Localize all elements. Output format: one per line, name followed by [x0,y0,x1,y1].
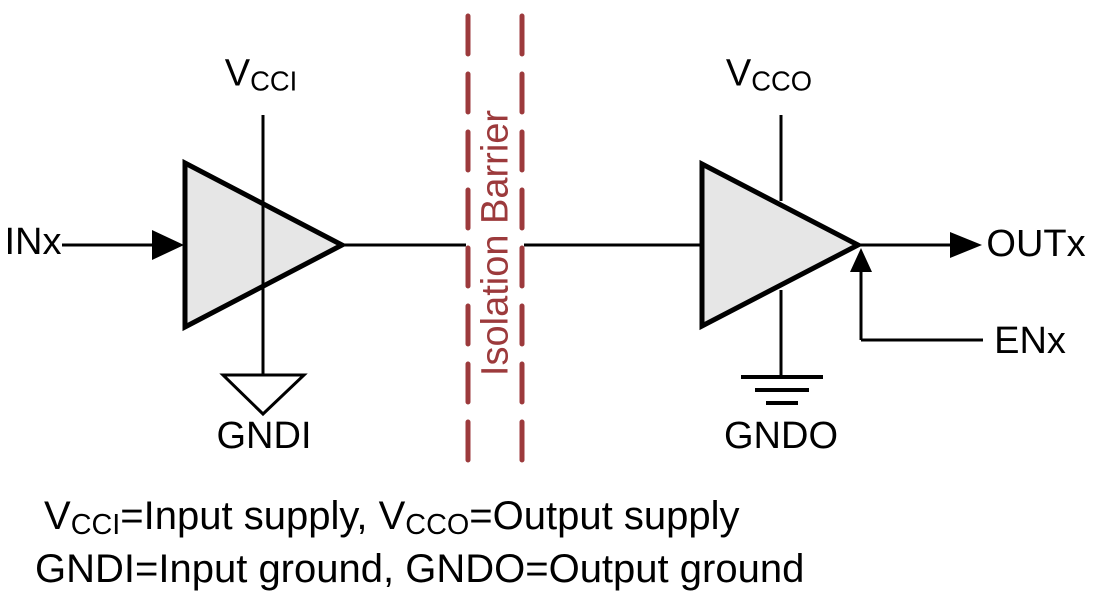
output-ground-symbol [741,375,823,405]
output-supply-sub: CCO [751,65,813,97]
input-supply-label: VCCI [225,53,297,96]
caption-line-supplies: VCCI=Input supply, VCCO=Output supply [44,493,739,542]
caption-v2: V [378,494,406,538]
input-supply-main: V [224,52,251,95]
caption-t1: =Input supply, [120,494,379,538]
isolation-barrier-label: Isolation Barrier [474,109,517,377]
input-arrowhead-icon [152,230,184,260]
output-buffer-triangle [699,159,864,331]
caption-s2: CCO [405,509,470,542]
output-supply-label: VCCO [726,53,812,96]
output-port-label: OUTx [986,223,1086,266]
input-port-label: INx [4,221,62,264]
input-supply-sub: CCI [250,65,298,97]
caption-s1: CCI [70,509,121,542]
caption-line-grounds: GNDI=Input ground, GNDO=Output ground [35,547,805,591]
output-supply-main: V [725,52,752,95]
enable-port-label: ENx [994,320,1066,363]
input-ground-label: GNDI [216,415,312,458]
output-arrowhead-icon [950,232,982,258]
enable-arrowhead-icon [850,248,872,272]
caption-v1: V [44,494,71,538]
caption-t2: =Output supply [469,494,740,538]
output-ground-label: GNDO [724,415,838,458]
input-ground-symbol [219,373,308,417]
